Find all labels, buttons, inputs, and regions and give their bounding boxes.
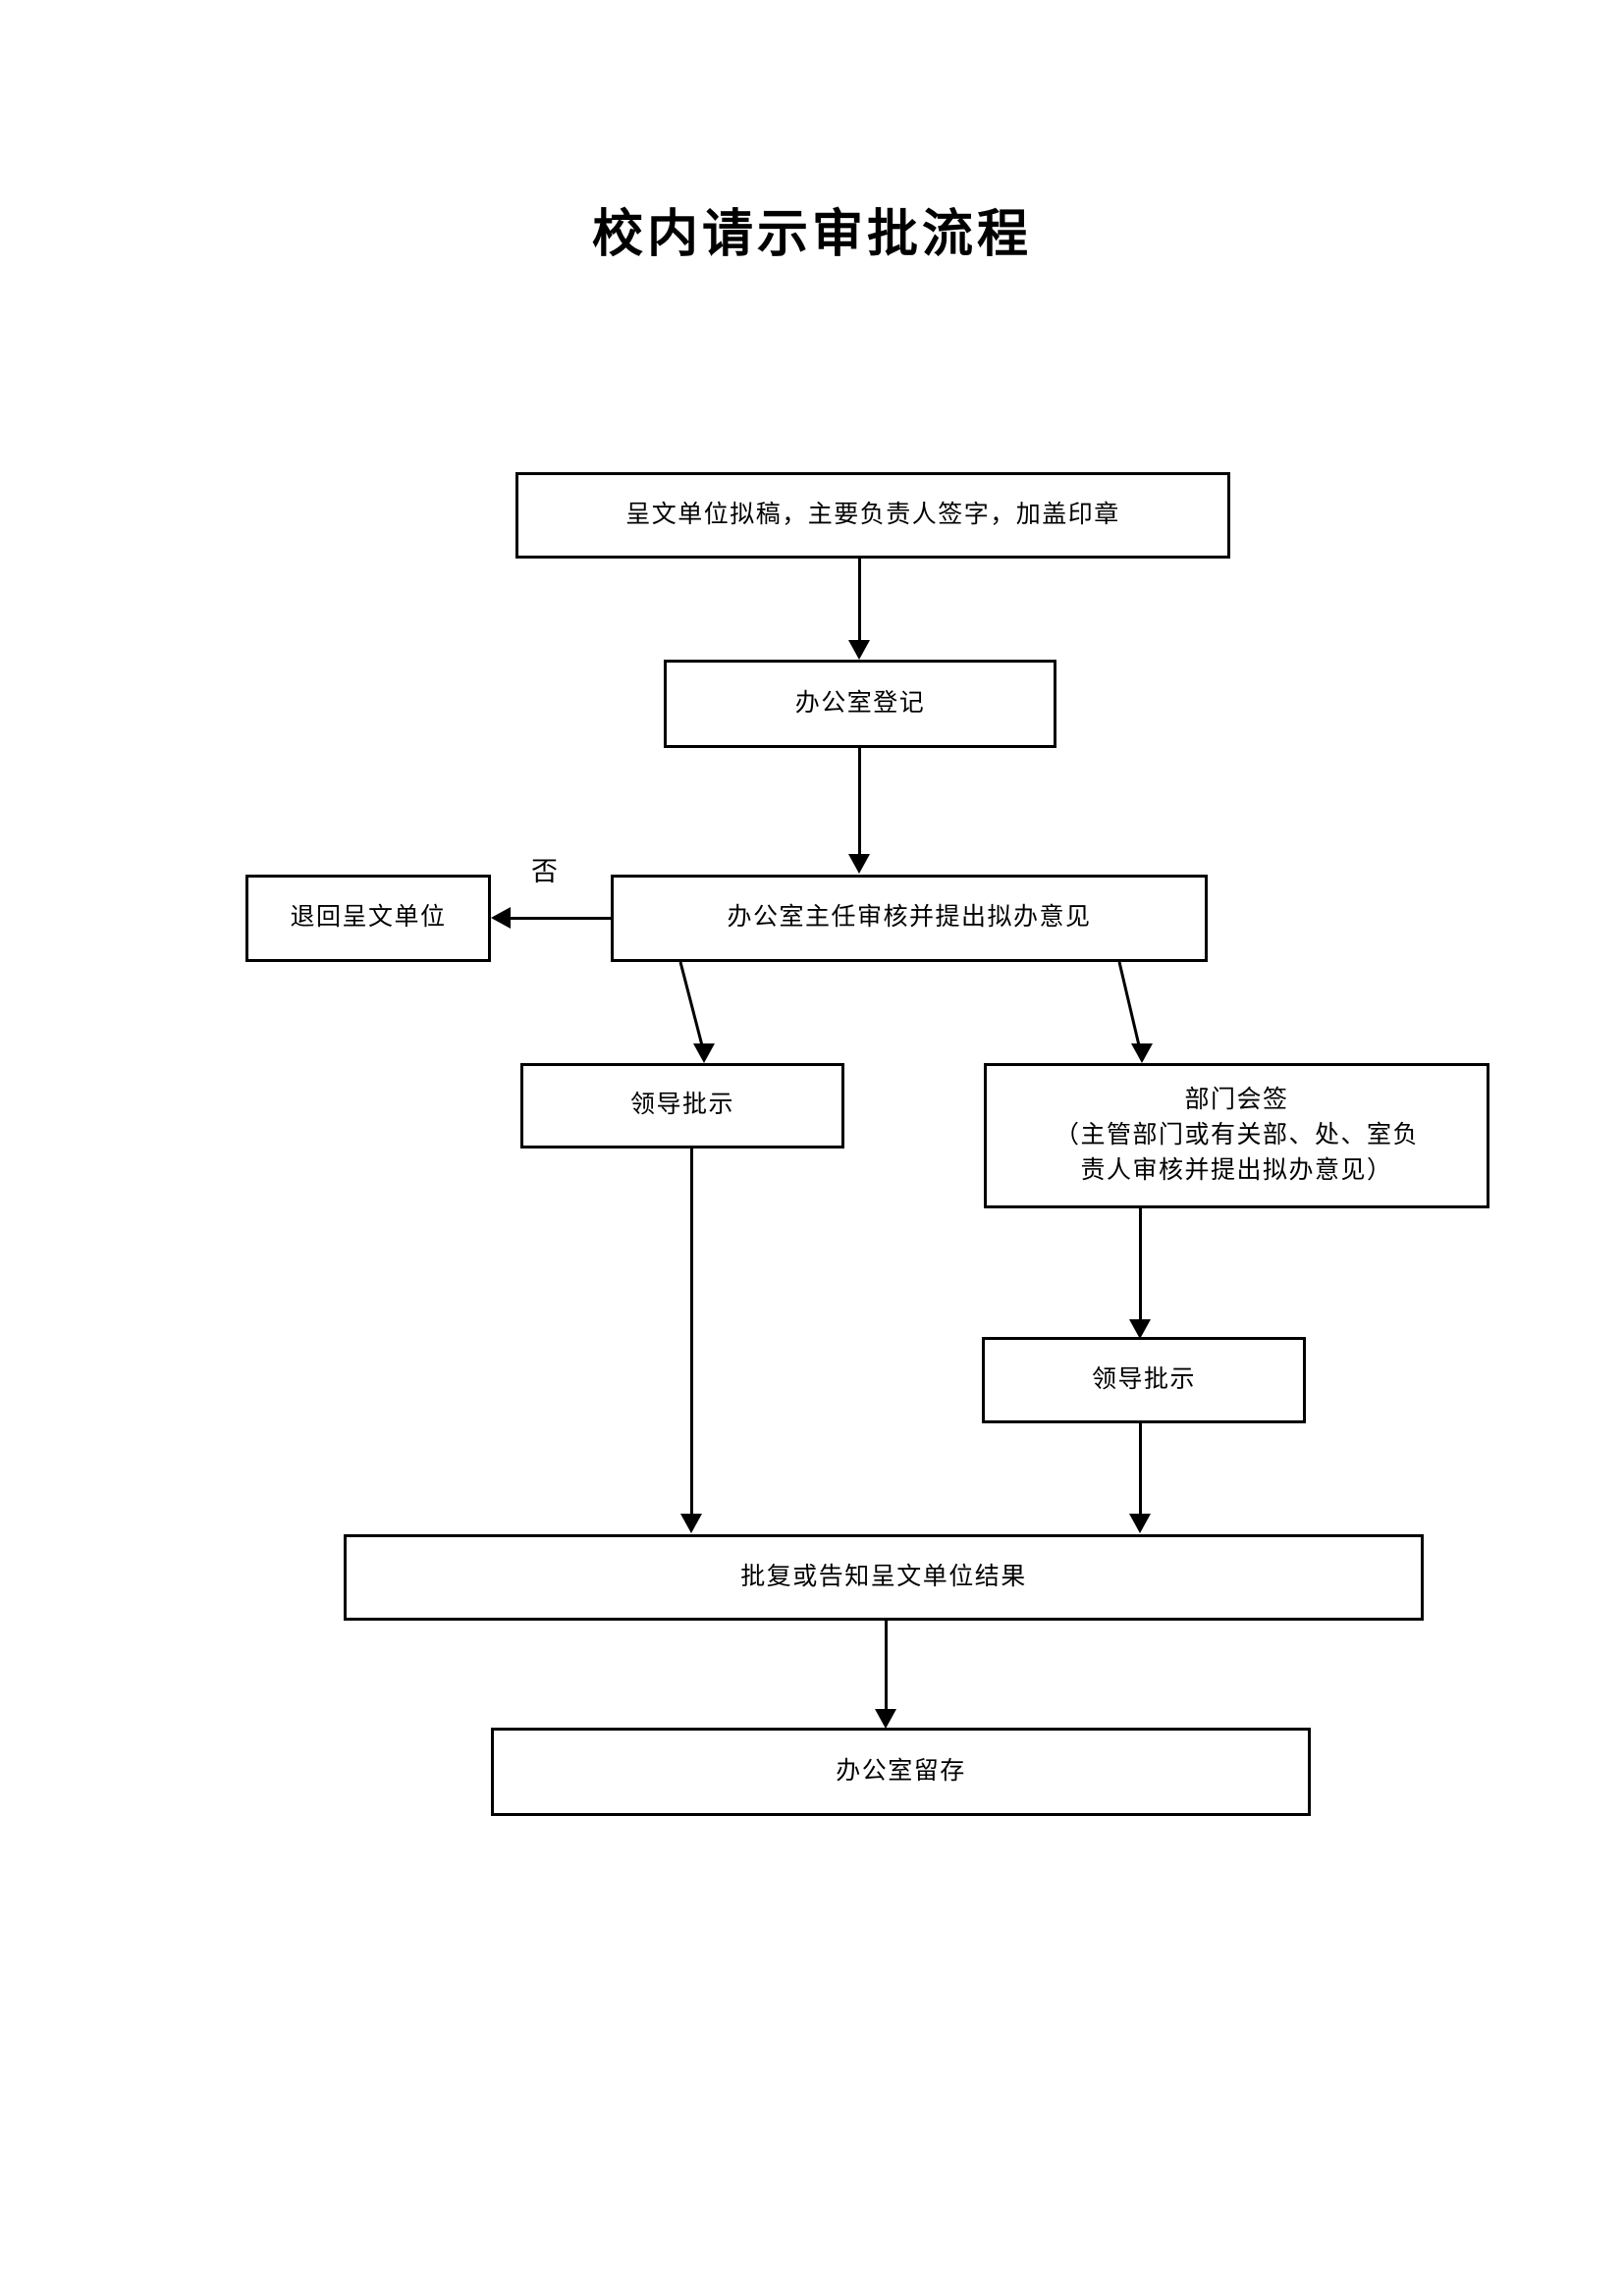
edge-reply-to-archive-arrow bbox=[875, 1709, 896, 1729]
node-leader-instruction-right[interactable]: 领导批示 bbox=[982, 1337, 1306, 1423]
node-draft[interactable]: 呈文单位拟稿，主要负责人签字，加盖印章 bbox=[515, 472, 1230, 559]
node-director[interactable]: 办公室主任审核并提出拟办意见 bbox=[611, 875, 1208, 962]
edge-director-to-leader1-line bbox=[678, 961, 704, 1046]
edge-director-to-return-arrow bbox=[491, 907, 511, 929]
node-archive[interactable]: 办公室留存 bbox=[491, 1728, 1311, 1816]
edge-leader1-to-reply-arrow bbox=[680, 1514, 702, 1533]
node-register[interactable]: 办公室登记 bbox=[664, 660, 1056, 748]
edge-draft-to-register-arrow bbox=[848, 640, 870, 660]
edge-draft-to-register-line bbox=[858, 559, 861, 642]
edge-register-to-director-line bbox=[858, 748, 861, 856]
edge-label-no: 否 bbox=[531, 857, 558, 886]
edge-leader1-to-reply-line bbox=[690, 1148, 693, 1516]
node-reply[interactable]: 批复或告知呈文单位结果 bbox=[344, 1534, 1424, 1621]
node-countersign[interactable]: 部门会签 （主管部门或有关部、处、室负 责人审核并提出拟办意见） bbox=[984, 1063, 1489, 1208]
edge-director-to-leader1-arrow bbox=[693, 1043, 715, 1063]
edge-director-to-countersign-line bbox=[1117, 961, 1141, 1046]
node-leader-instruction-left[interactable]: 领导批示 bbox=[520, 1063, 844, 1148]
edge-register-to-director-arrow bbox=[848, 854, 870, 874]
edge-leader2-to-reply-arrow bbox=[1129, 1514, 1151, 1533]
edge-countersign-to-leader2-arrow bbox=[1129, 1319, 1151, 1339]
edge-leader2-to-reply-line bbox=[1139, 1423, 1142, 1516]
edge-director-to-return-line bbox=[510, 917, 613, 920]
node-return[interactable]: 退回呈文单位 bbox=[245, 875, 491, 962]
edge-countersign-to-leader2-line bbox=[1139, 1208, 1142, 1321]
edge-reply-to-archive-line bbox=[885, 1621, 888, 1711]
edge-director-to-countersign-arrow bbox=[1131, 1043, 1153, 1063]
page-title: 校内请示审批流程 bbox=[591, 207, 1032, 263]
